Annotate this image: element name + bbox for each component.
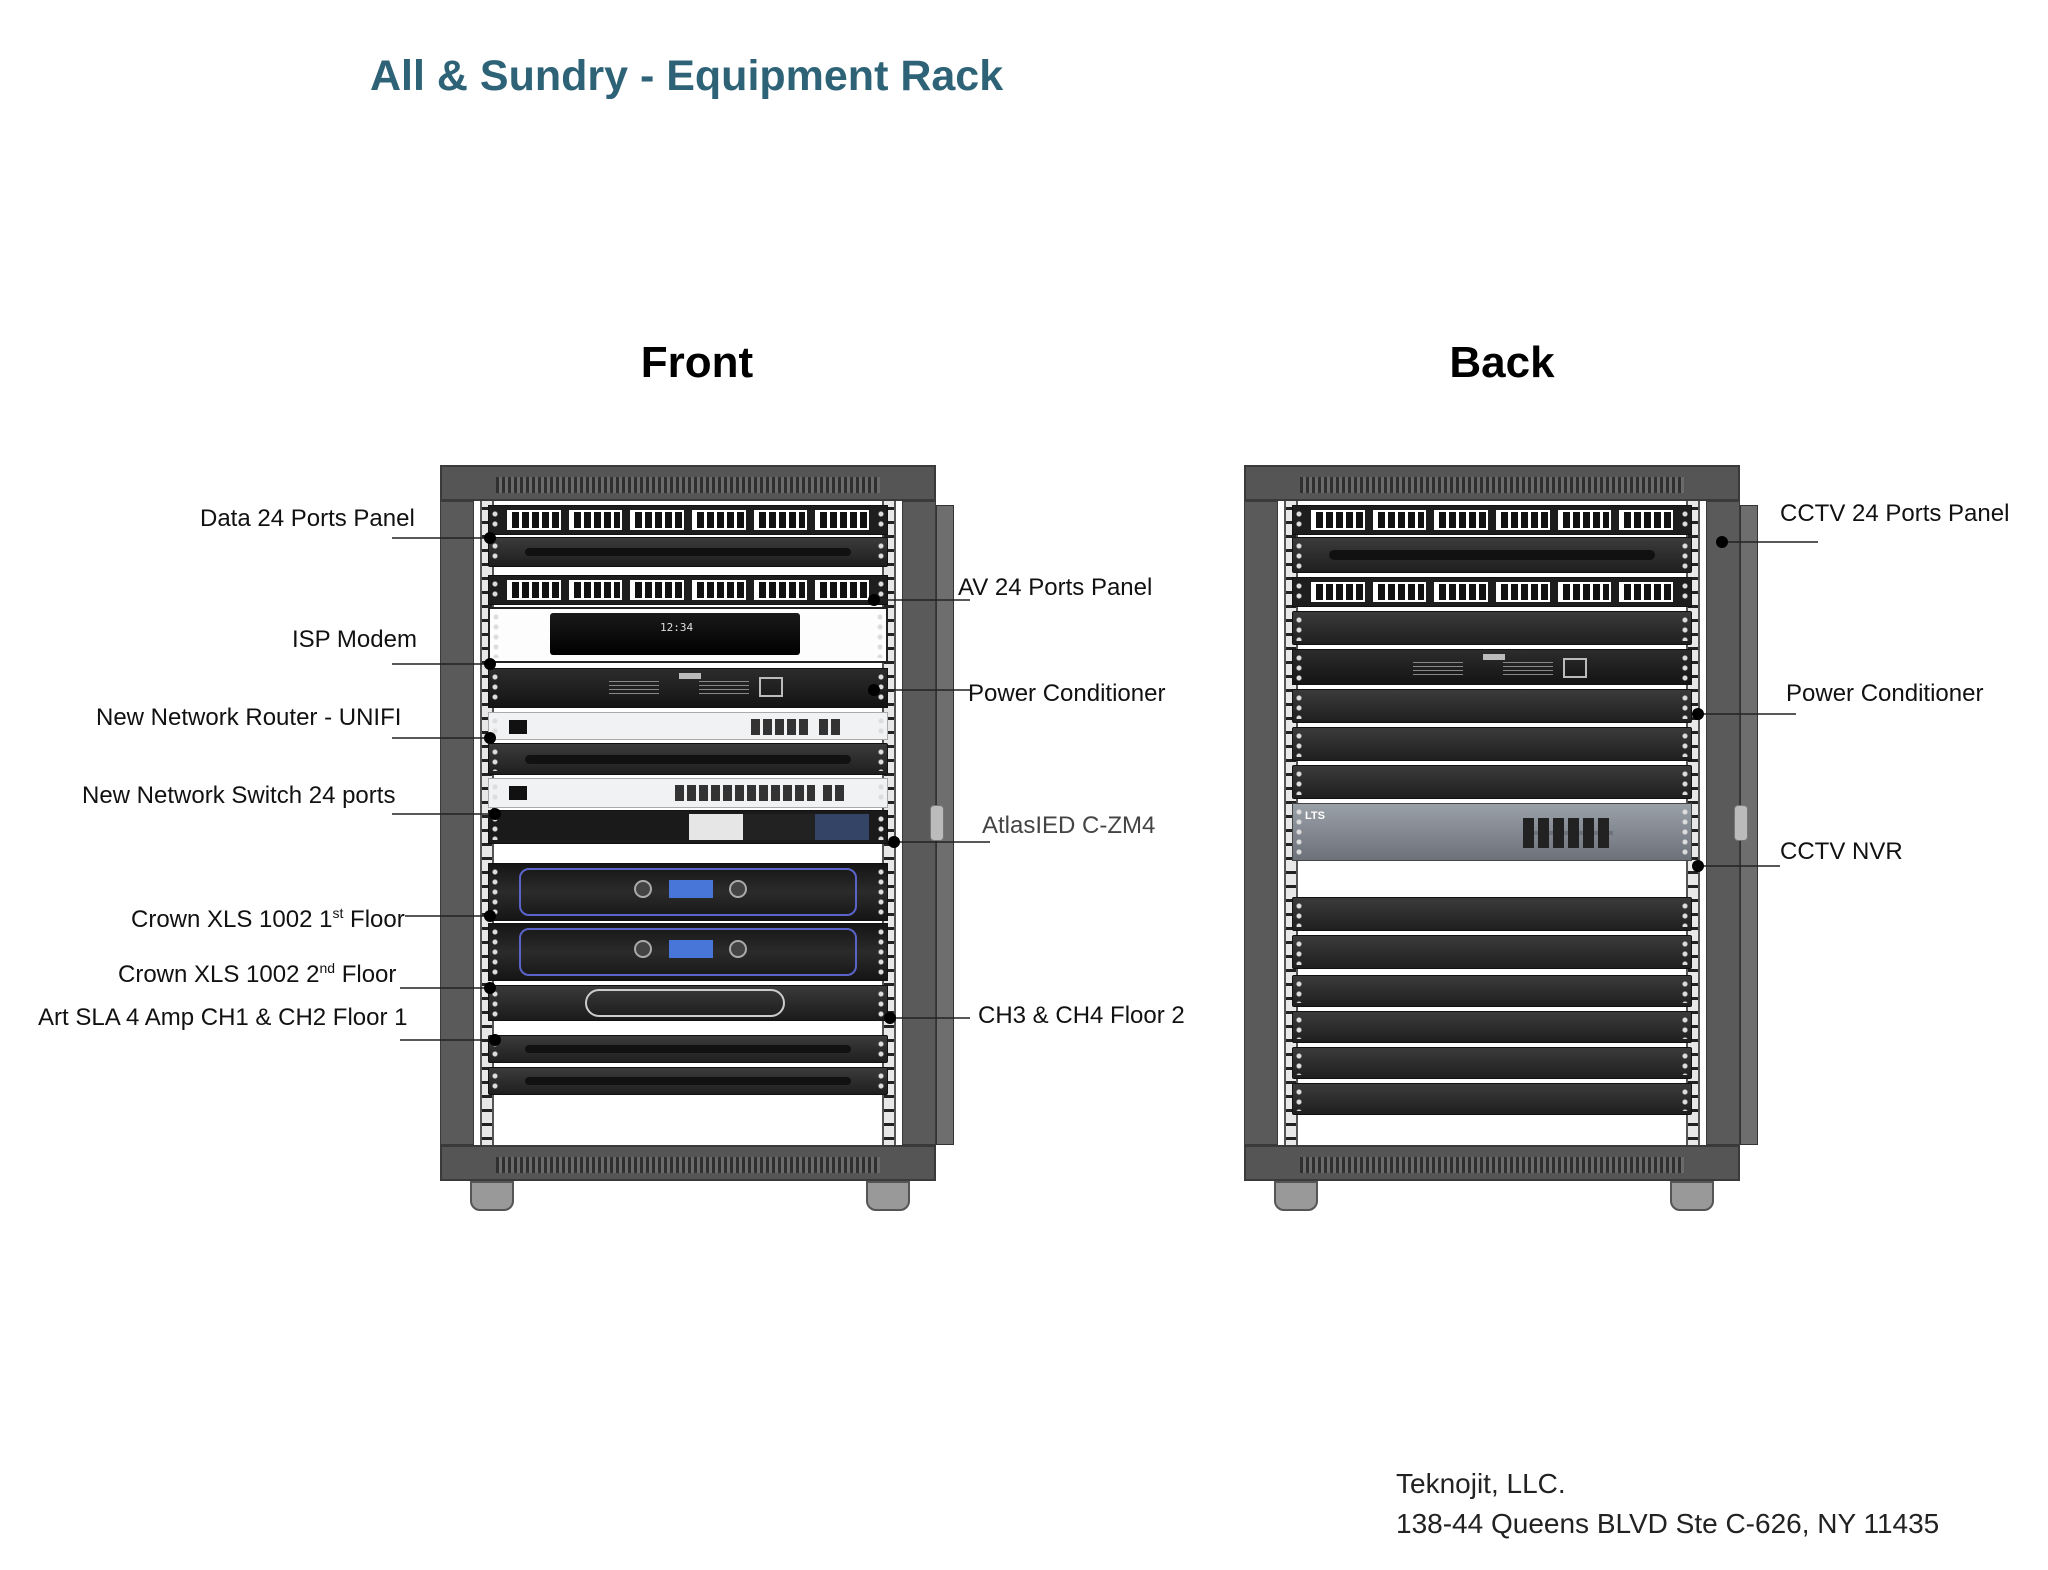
- blank-panel: [1292, 611, 1692, 645]
- blank-panel: [1292, 935, 1692, 969]
- front-rack: 12:34: [440, 465, 954, 1211]
- blank-panel: [1292, 897, 1692, 931]
- amp-display: [669, 880, 713, 898]
- modem-display: 12:34: [660, 621, 694, 634]
- amp-display: [669, 940, 713, 958]
- outlet-icon: [1563, 658, 1587, 678]
- blank-panel: [1292, 537, 1692, 573]
- atlasied-device: [488, 810, 888, 844]
- caster-wheel: [470, 1181, 514, 1211]
- front-view-title: Front: [640, 338, 754, 387]
- cctv-nvr-device: LTS: [1292, 803, 1692, 861]
- outlet-icon: [759, 677, 783, 697]
- label-power-conditioner-back: Power Conditioner: [1786, 680, 1984, 707]
- label-power-conditioner-front: Power Conditioner: [968, 680, 1166, 707]
- blank-panel: [1292, 689, 1692, 723]
- rack-left-post: [440, 501, 474, 1145]
- footer-address: 138-44 Queens BLVD Ste C-626, NY 11435: [1396, 1508, 1940, 1539]
- blank-panel: [488, 1035, 888, 1063]
- blank-panel: [488, 743, 888, 775]
- label-atlasied: AtlasIED C-ZM4: [982, 812, 1156, 839]
- blank-panel: [488, 1067, 888, 1095]
- rack-bottom-vent: [440, 1145, 936, 1181]
- blank-panel: [1292, 1047, 1692, 1079]
- footer-company: Teknojit, LLC.: [1396, 1468, 1566, 1499]
- data-patch-panel: [488, 505, 888, 535]
- unifi-logo: [509, 786, 527, 800]
- blank-panel: [1292, 765, 1692, 799]
- apc-logo: [679, 673, 701, 679]
- door-handle: [1734, 805, 1748, 841]
- apc-logo: [1483, 654, 1505, 660]
- caster-wheel: [1274, 1181, 1318, 1211]
- label-isp-modem: ISP Modem: [292, 626, 417, 653]
- crown-amp-2: [488, 923, 888, 981]
- label-ch3-ch4: CH3 & CH4 Floor 2: [978, 1002, 1185, 1029]
- label-crown-xls-2: Crown XLS 1002 2nd Floor: [118, 960, 397, 988]
- back-rack: LTS: [1244, 465, 1758, 1211]
- unifi-logo: [509, 720, 527, 734]
- rack-bottom-vent: [1244, 1145, 1740, 1181]
- power-conditioner-device: [488, 668, 888, 708]
- rack-left-post: [1244, 501, 1278, 1145]
- blank-panel: [1292, 975, 1692, 1007]
- label-av-24-ports-panel: AV 24 Ports Panel: [958, 574, 1153, 601]
- label-network-router: New Network Router - UNIFI: [96, 704, 402, 731]
- modem-shelf: 12:34: [488, 607, 888, 663]
- label-data-24-ports-panel: Data 24 Ports Panel: [200, 505, 415, 532]
- rack-top-vent: [1244, 465, 1740, 501]
- label-cctv-24-ports-panel: CCTV 24 Ports Panel: [1780, 500, 2010, 527]
- nvr-logo: LTS: [1305, 810, 1325, 822]
- page-title: All & Sundry - Equipment Rack: [370, 52, 1004, 100]
- blank-panel: [1292, 1011, 1692, 1043]
- sla4-knob-panel: [585, 989, 785, 1017]
- atlasied-front-panel: [689, 814, 869, 840]
- av-patch-panel: [488, 575, 888, 605]
- footer: Teknojit, LLC. 138-44 Queens BLVD Ste C-…: [1396, 1464, 1939, 1544]
- caster-wheel: [1670, 1181, 1714, 1211]
- nvr-button-grid: [1523, 818, 1613, 848]
- patch-panel: [1292, 577, 1692, 607]
- rack-top-vent: [440, 465, 936, 501]
- blank-panel: [488, 537, 888, 567]
- blank-panel: [1292, 727, 1692, 761]
- back-view-title: Back: [1449, 338, 1555, 387]
- caster-wheel: [866, 1181, 910, 1211]
- unifi-router-device: [488, 712, 888, 740]
- cctv-patch-panel: [1292, 505, 1692, 535]
- label-crown-xls-1: Crown XLS 1002 1st Floor: [131, 905, 405, 933]
- unifi-switch-device: [488, 778, 888, 808]
- power-conditioner-device: [1292, 649, 1692, 685]
- art-sla4-amp: [488, 985, 888, 1021]
- label-cctv-nvr: CCTV NVR: [1780, 838, 1903, 865]
- label-network-switch: New Network Switch 24 ports: [82, 782, 396, 809]
- label-art-sla4: Art SLA 4 Amp CH1 & CH2 Floor 1: [38, 1004, 408, 1031]
- blank-panel: [1292, 1083, 1692, 1115]
- isp-modem-device: 12:34: [550, 613, 800, 655]
- crown-amp-1: [488, 863, 888, 921]
- door-handle: [930, 805, 944, 841]
